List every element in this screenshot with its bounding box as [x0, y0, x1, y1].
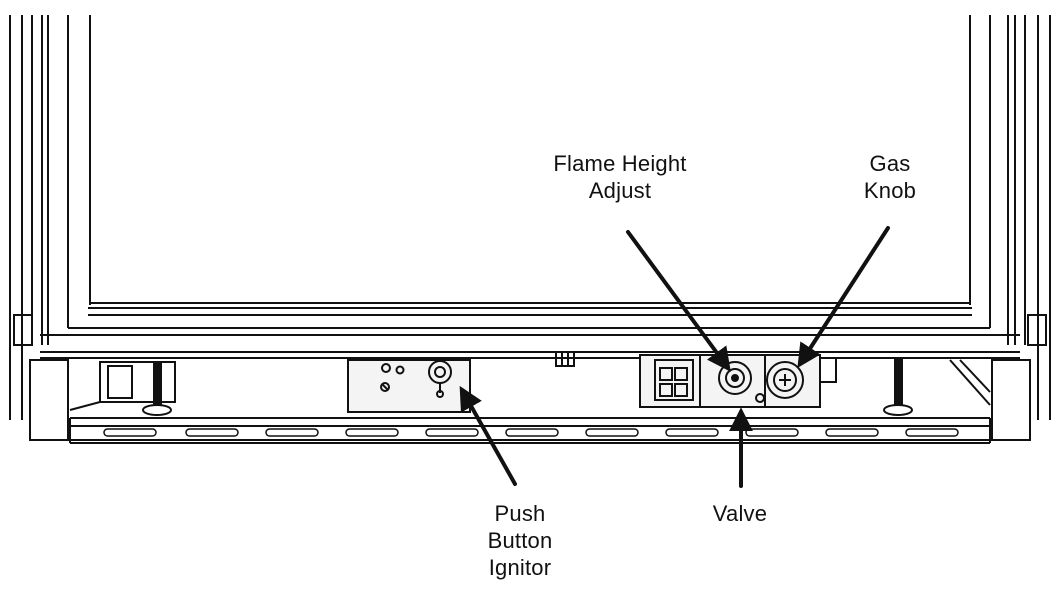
control-tray: [69, 417, 991, 444]
bottom-trim: [40, 334, 1020, 359]
center-nut: [555, 351, 575, 367]
tray-slots: [103, 428, 959, 437]
flame-height-arrow: [626, 230, 731, 372]
flame-height-adjust-label: Flame Height Adjust: [500, 150, 740, 204]
push-button-ignitor-line3: Ignitor: [488, 555, 552, 580]
flame-height-adjust-line1: Flame Height: [553, 151, 687, 176]
gas-knob-line2: Knob: [863, 178, 917, 203]
gas-knob-line1: Gas: [869, 151, 911, 176]
left-stud: [142, 361, 172, 416]
right-frame: [991, 15, 1051, 441]
glass-panel: [67, 15, 991, 329]
valve-label: Valve: [680, 500, 800, 527]
valve-line1: Valve: [712, 501, 768, 526]
right-bracket: [949, 359, 991, 406]
push-button-ignitor-line2: Button: [487, 528, 553, 553]
push-button-arrow: [459, 385, 517, 486]
gas-knob-label: Gas Knob: [830, 150, 950, 204]
left-frame: [9, 15, 69, 441]
gas-knob-arrow: [797, 226, 890, 369]
gas-knob[interactable]: [766, 361, 804, 399]
push-button-ignitor[interactable]: [428, 360, 452, 398]
ignitor-panel: [347, 359, 471, 413]
push-button-ignitor-label: Push Button Ignitor: [450, 500, 590, 581]
flame-height-adjust-line2: Adjust: [588, 178, 652, 203]
right-stud: [883, 359, 913, 416]
push-button-ignitor-line1: Push: [494, 501, 546, 526]
left-bracket: [69, 361, 176, 411]
flame-height-adjust-knob[interactable]: [718, 361, 752, 395]
